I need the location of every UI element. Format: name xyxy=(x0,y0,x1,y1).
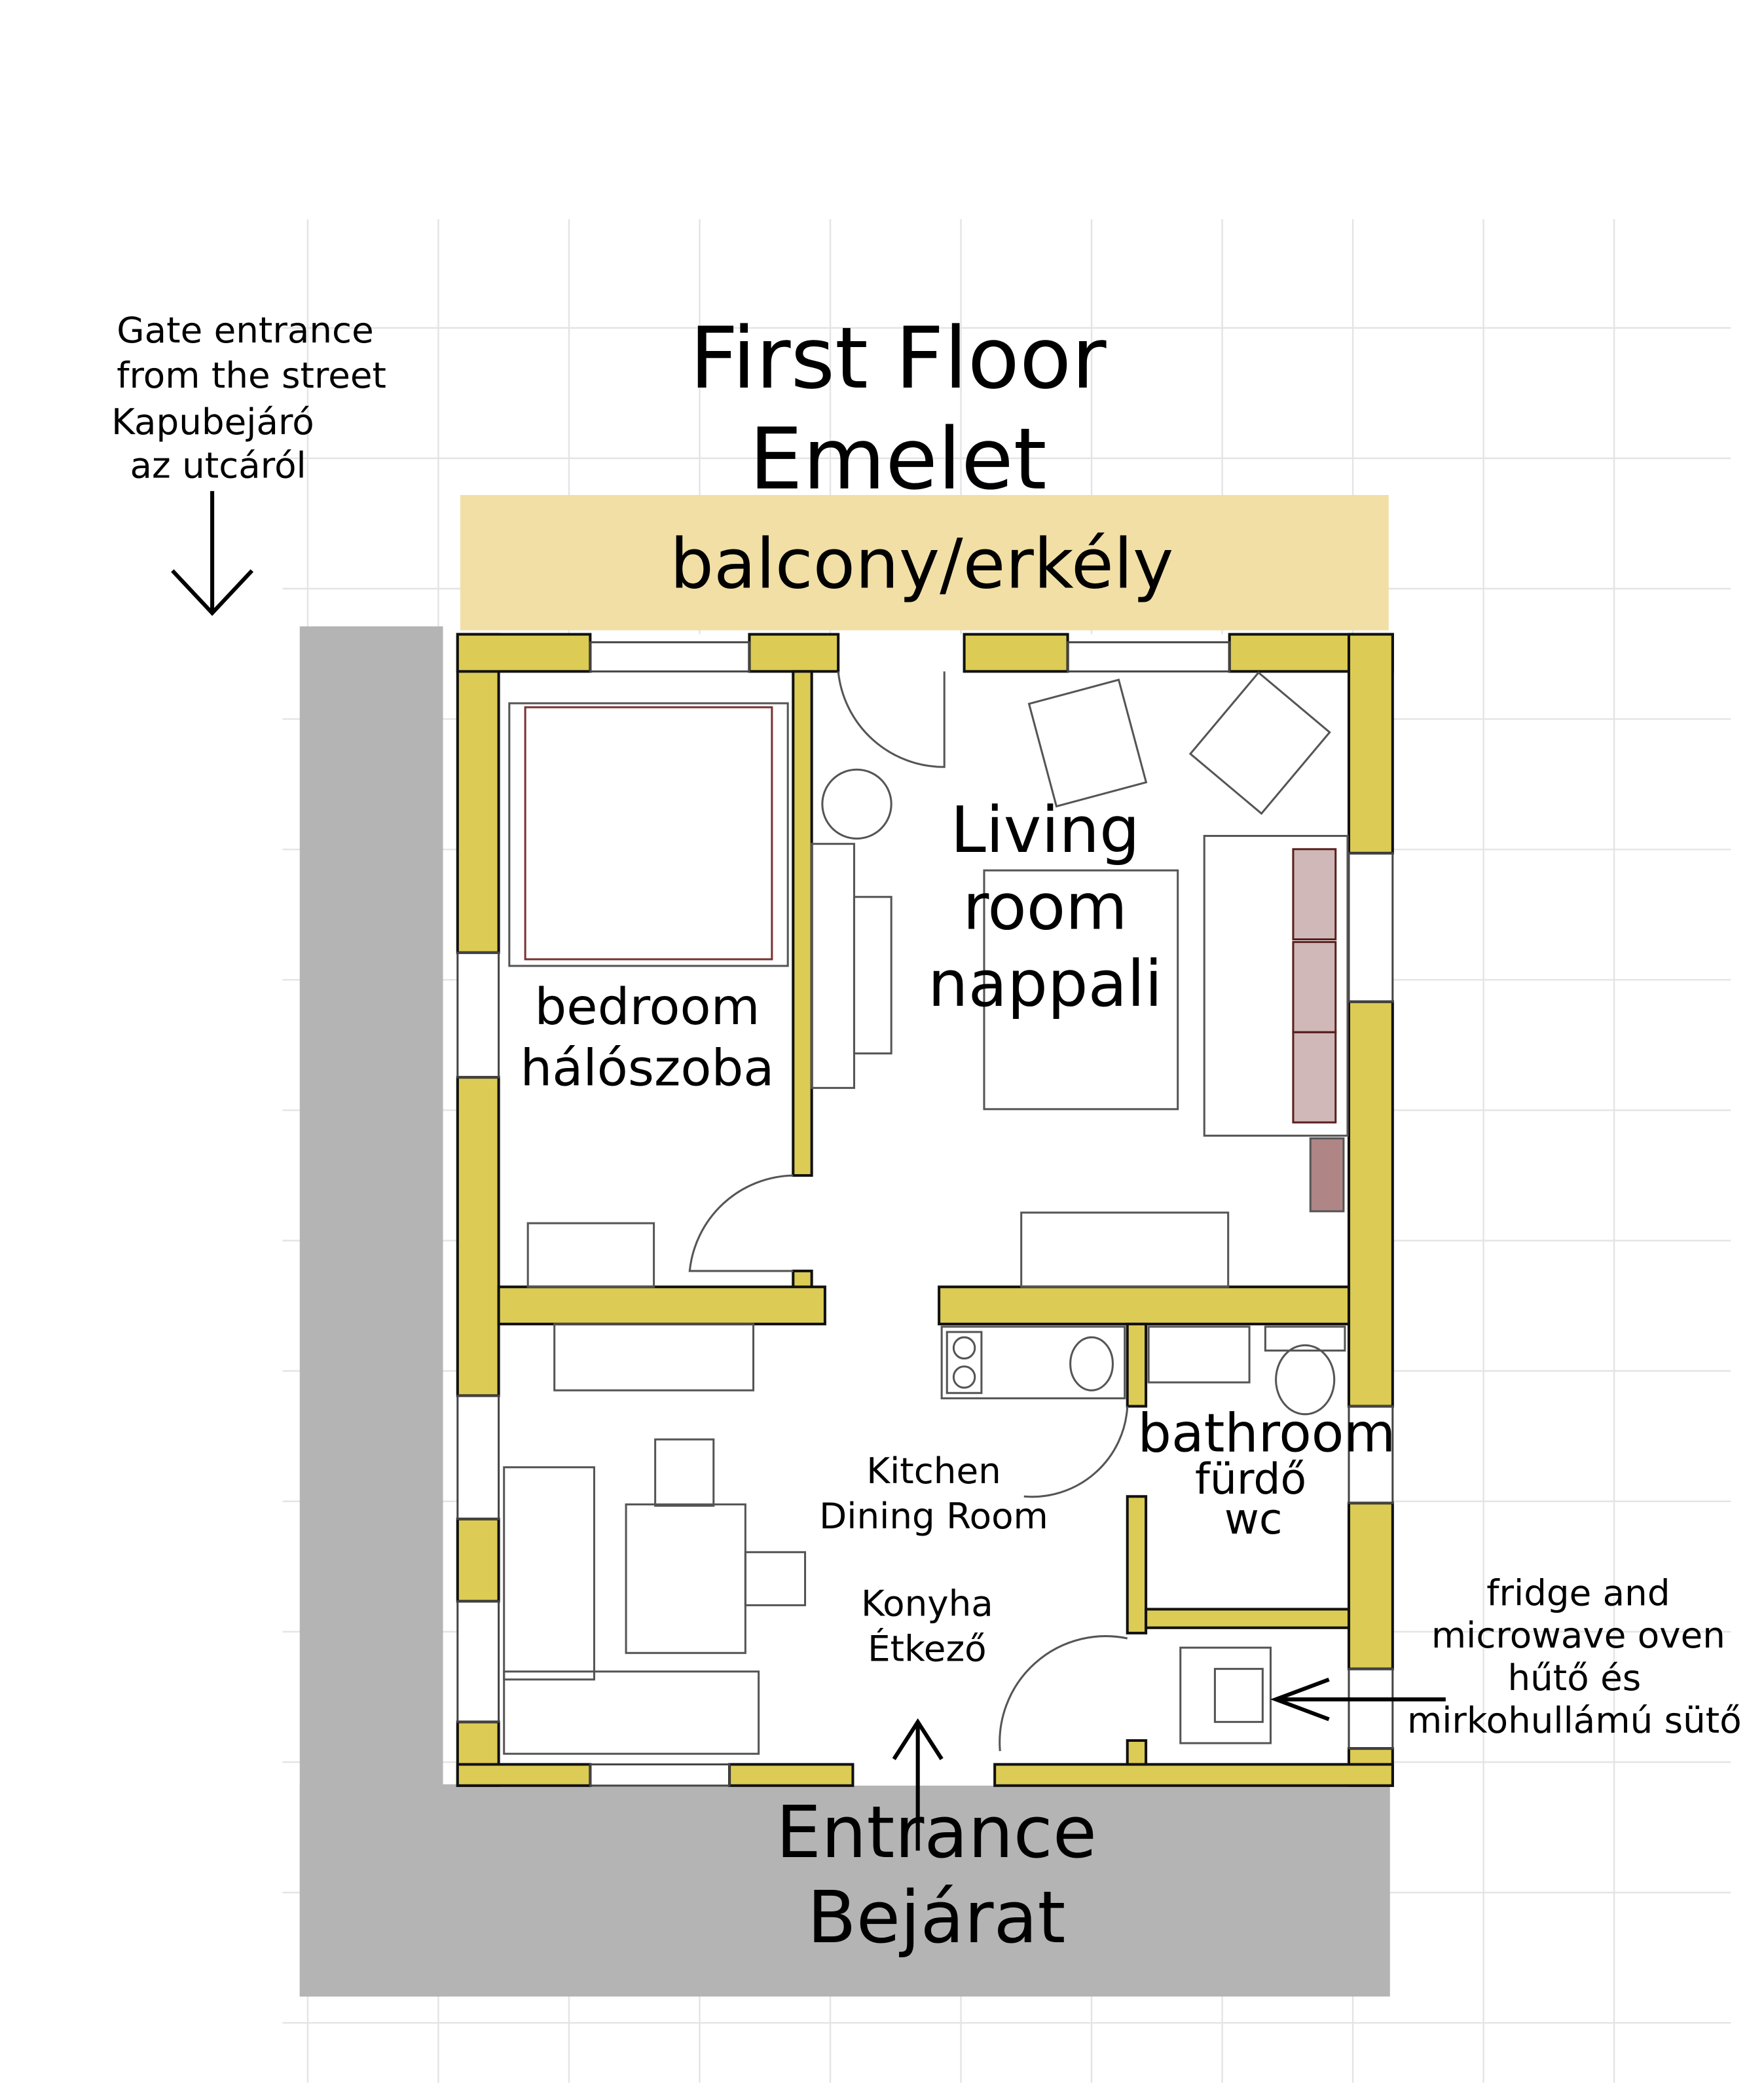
balcony-label: balcony/erkély xyxy=(670,524,1173,604)
bedroom-label-hu: hálószoba xyxy=(520,1039,774,1097)
entrance-label-hu: Bejárat xyxy=(807,1875,1066,1959)
gate-note-line3: Kapubejáró xyxy=(111,401,314,443)
gate-note-line1: Gate entrance xyxy=(117,309,373,351)
title-line1: First Floor xyxy=(689,309,1107,408)
kitchen-label-3: Konyha xyxy=(861,1583,993,1625)
bedroom-label-en: bedroom xyxy=(534,978,760,1037)
fridge-note-line4: mirkohullámú sütő xyxy=(1407,1699,1742,1741)
arrow-down-icon xyxy=(171,490,254,616)
windows xyxy=(456,641,1394,1787)
ground-left xyxy=(299,626,443,1997)
gate-note-line2: from the street xyxy=(117,354,386,396)
furniture xyxy=(503,671,1349,1755)
fridge-note-line1: fridge and xyxy=(1486,1572,1670,1613)
ground-bottom xyxy=(299,1784,1390,1997)
living-label-1: Living xyxy=(951,793,1140,867)
bathroom-label-en: bathroom xyxy=(1138,1403,1396,1464)
fridge-note-line2: microwave oven xyxy=(1431,1614,1725,1656)
balcony-area xyxy=(460,494,1389,631)
fridge-note-line3: hűtő és xyxy=(1507,1657,1641,1699)
bathroom-label-hu: fürdő xyxy=(1195,1455,1306,1504)
bed xyxy=(508,702,789,967)
kitchen-label-2: Dining Room xyxy=(819,1495,1048,1537)
bathroom-label-wc: wc xyxy=(1224,1495,1283,1544)
arrow-up-icon xyxy=(892,1718,944,1851)
arrow-left-icon xyxy=(1270,1677,1446,1722)
gate-note-line4: az utcáról xyxy=(130,445,306,487)
living-label-2: room xyxy=(963,870,1128,944)
kitchen-label-1: Kitchen xyxy=(866,1450,1001,1492)
kitchen-label-4: Étkező xyxy=(868,1627,987,1669)
walls xyxy=(456,633,1394,1787)
living-label-3: nappali xyxy=(928,947,1162,1021)
entrance-label-en: Entrance xyxy=(776,1790,1097,1874)
title-line2: Emelet xyxy=(749,410,1047,509)
